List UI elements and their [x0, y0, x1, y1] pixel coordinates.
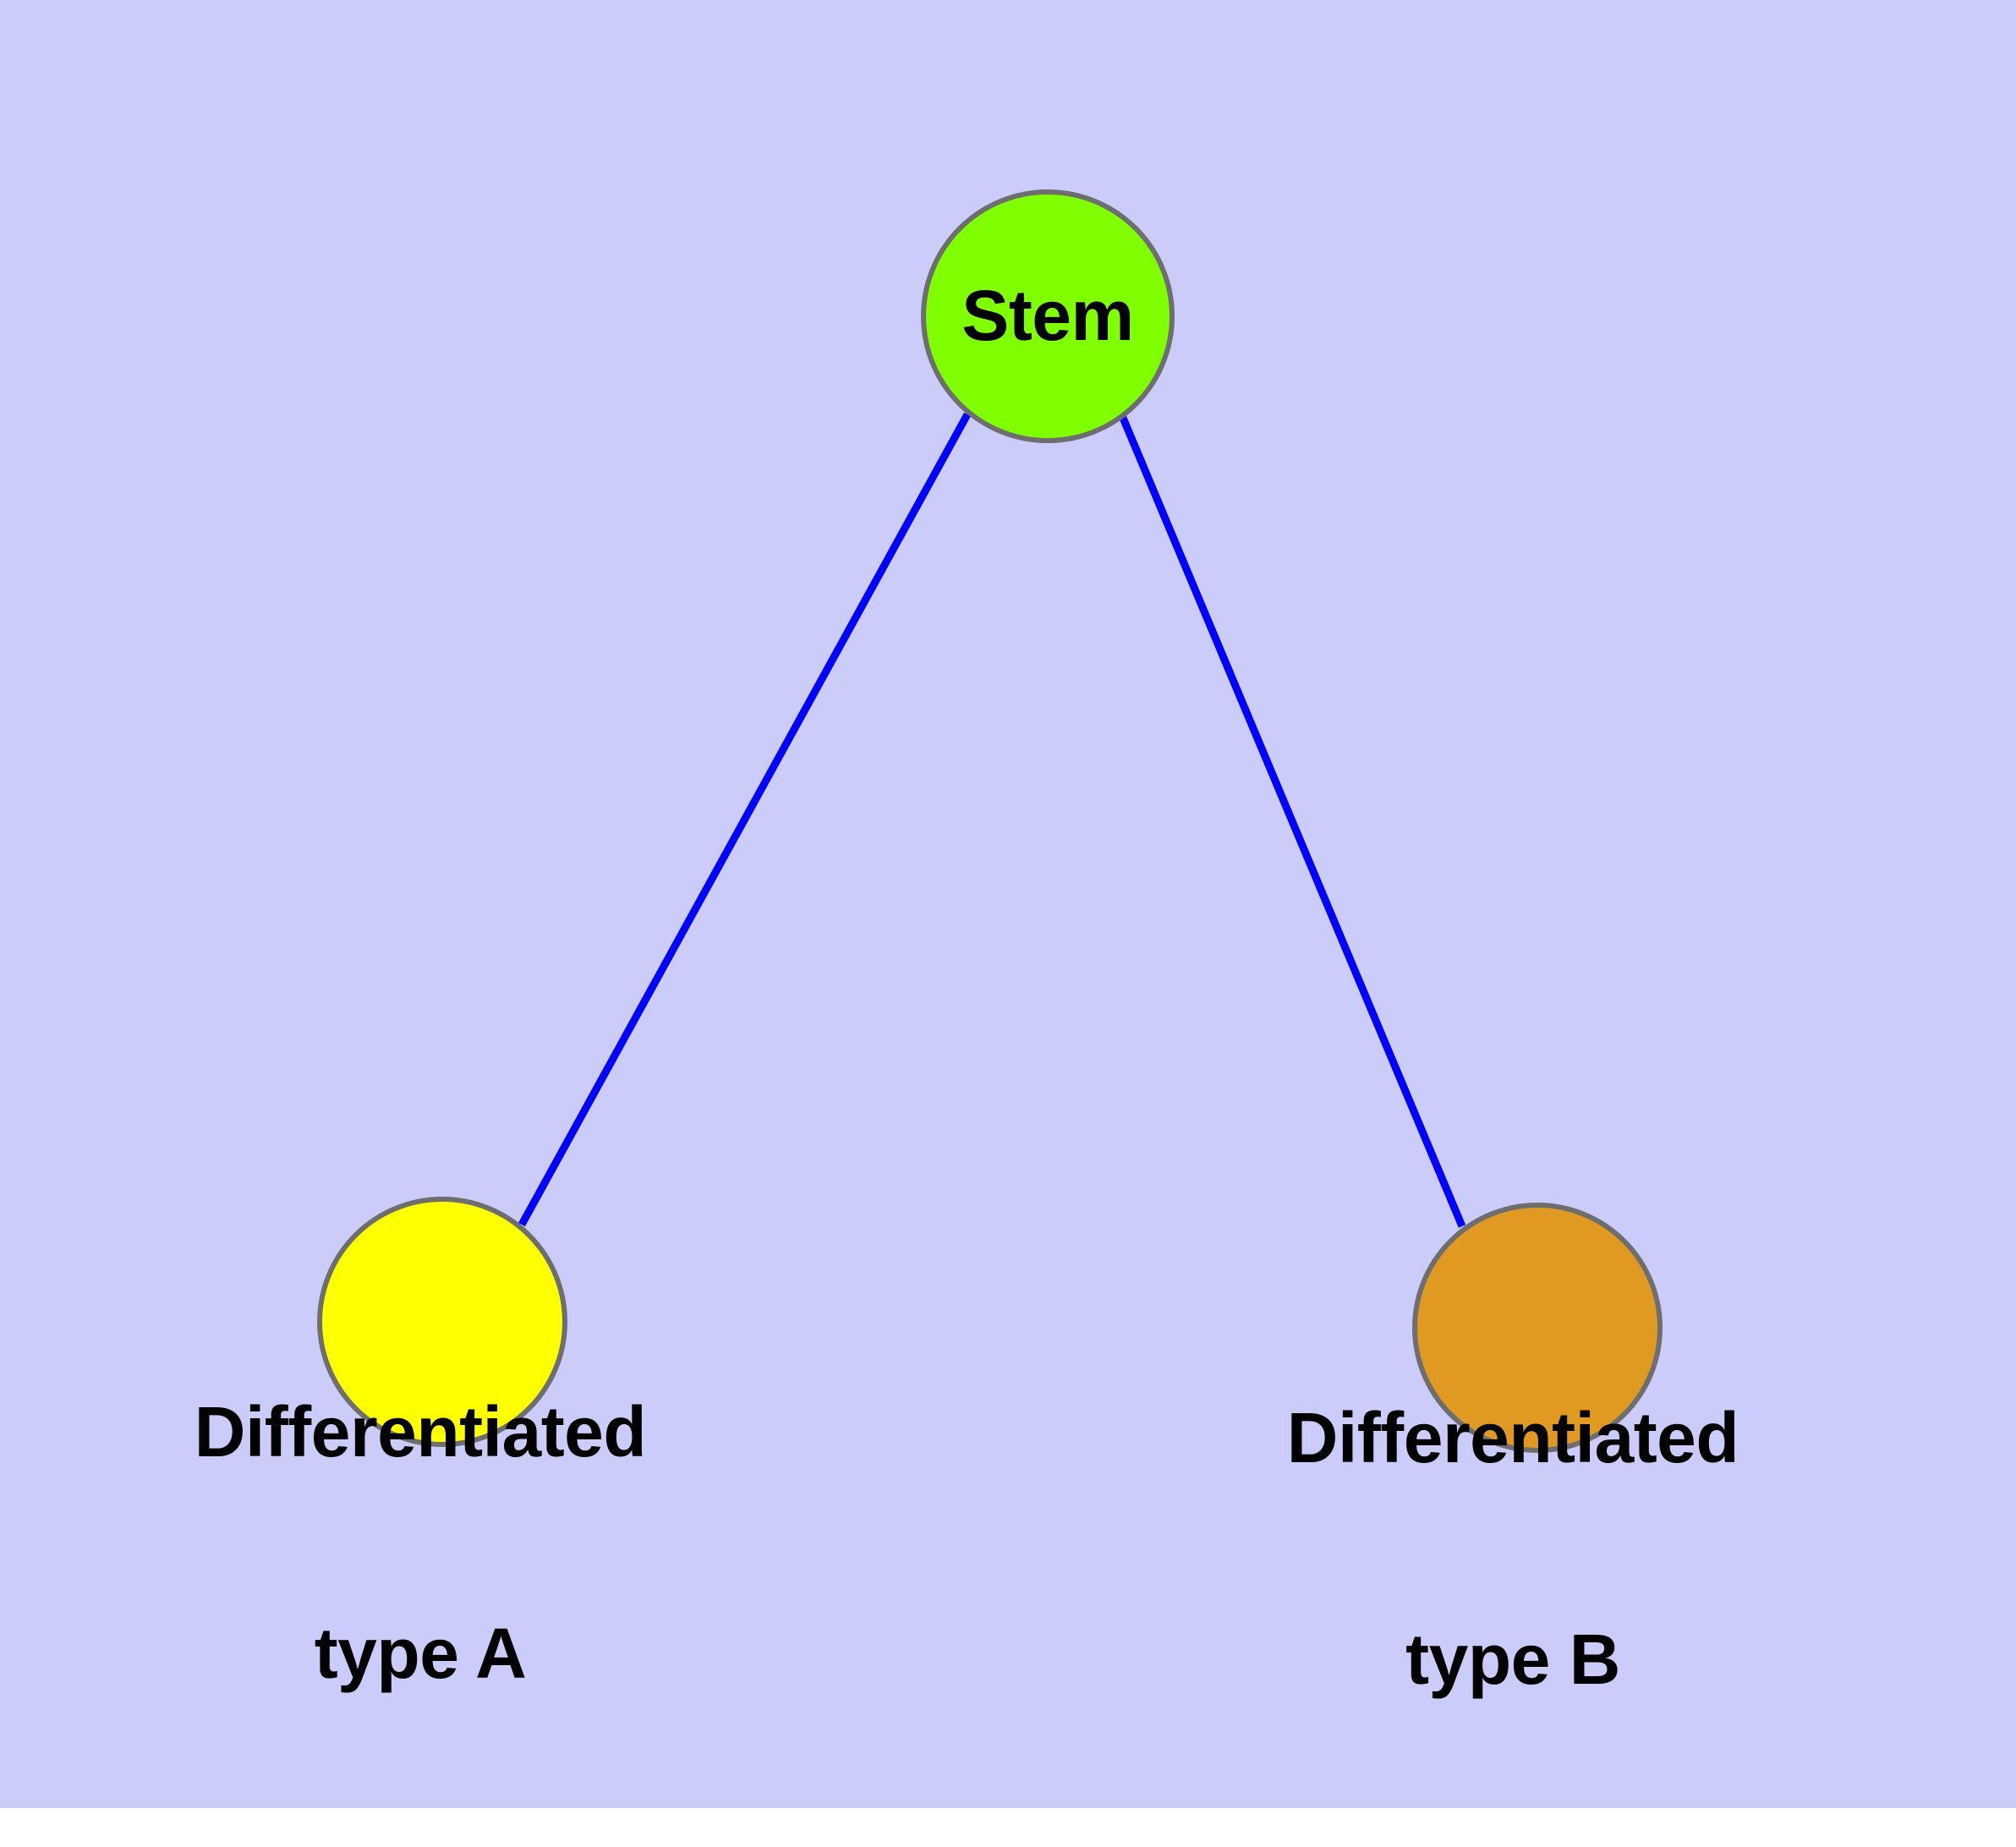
graph-canvas: Stem Differentiated type A Differentiate…: [0, 0, 2016, 1808]
node-stem[interactable]: Stem: [921, 189, 1175, 443]
node-diff-b[interactable]: [1412, 1203, 1663, 1453]
edge-stem-to-diff-a[interactable]: [518, 412, 971, 1227]
edge-stem-to-diff-b[interactable]: [1116, 410, 1466, 1228]
edge-layer: [518, 410, 1466, 1228]
node-stem-label: Stem: [961, 276, 1134, 356]
node-diff-a[interactable]: [317, 1197, 567, 1447]
